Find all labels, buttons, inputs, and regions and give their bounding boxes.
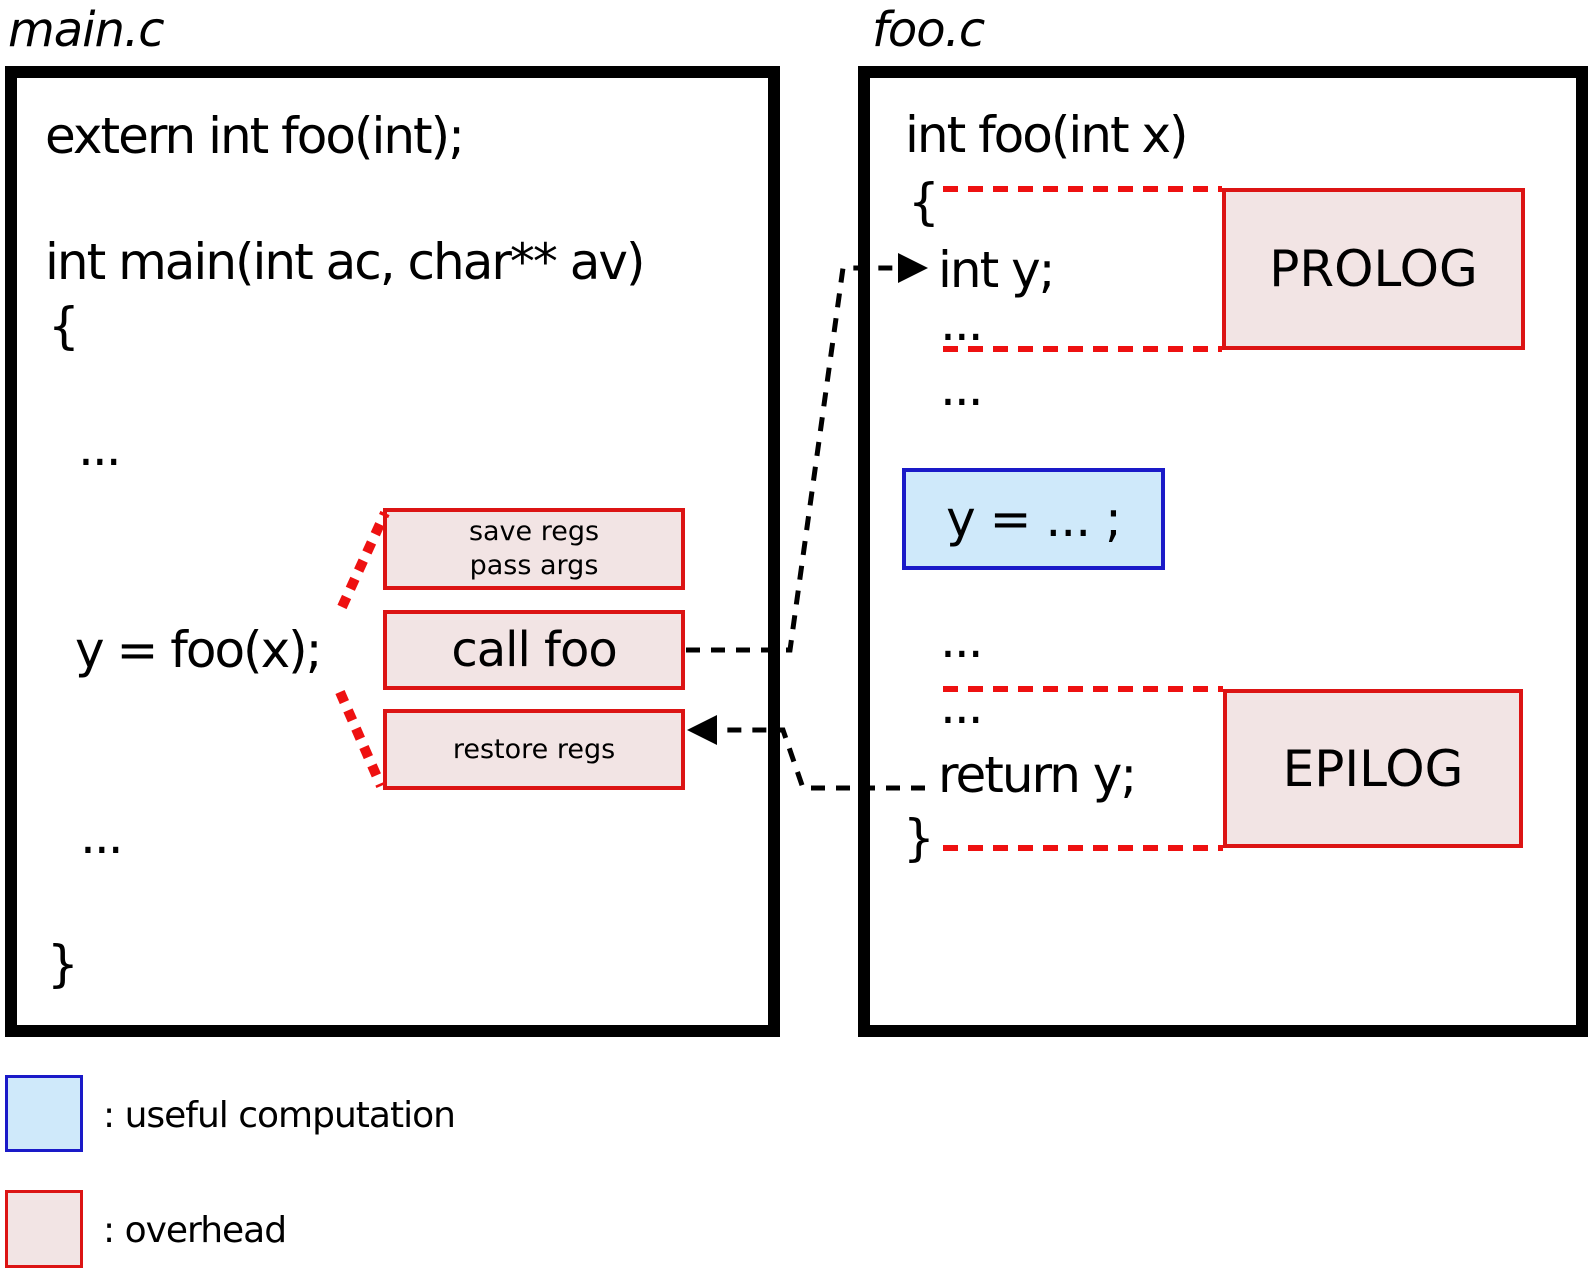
foo-c-title: foo.c — [872, 2, 985, 58]
foo-ellipsis-3: ... — [940, 611, 984, 669]
main-open-brace: { — [48, 297, 80, 355]
main-call-statement: y = foo(x); — [75, 621, 323, 679]
prolog-box: PROLOG — [1222, 188, 1525, 350]
legend-overhead-swatch — [5, 1190, 83, 1268]
save-regs-box: save regs pass args — [383, 508, 685, 590]
restore-regs-label: restore regs — [452, 733, 616, 765]
foo-return-statement: return y; — [938, 746, 1137, 804]
legend-useful-label: : useful computation — [103, 1095, 456, 1136]
computation-label: y = ... ; — [946, 490, 1122, 548]
foo-close-brace: } — [903, 809, 935, 867]
foo-ellipsis-4: ... — [940, 677, 984, 735]
save-regs-label: save regs — [468, 516, 600, 547]
restore-regs-box: restore regs — [383, 709, 685, 790]
foo-declaration: int y; — [938, 241, 1056, 299]
prolog-label: PROLOG — [1269, 240, 1478, 298]
call-foo-label: call foo — [451, 622, 617, 678]
main-signature: int main(int ac, char** av) — [45, 233, 646, 291]
main-extern-decl: extern int foo(int); — [45, 107, 465, 165]
legend-useful-swatch — [5, 1075, 83, 1152]
foo-open-brace: { — [908, 173, 940, 231]
main-ellipsis-1: ... — [78, 419, 122, 477]
foo-ellipsis-1: ... — [940, 294, 984, 352]
epilog-label: EPILOG — [1282, 739, 1464, 798]
foo-ellipsis-2: ... — [940, 359, 984, 417]
pass-args-label: pass args — [469, 550, 599, 581]
useful-computation-box: y = ... ; — [902, 468, 1165, 570]
main-c-title: main.c — [8, 2, 165, 58]
epilog-box: EPILOG — [1223, 689, 1523, 848]
main-ellipsis-2: ... — [80, 807, 124, 865]
foo-signature: int foo(int x) — [905, 106, 1189, 164]
main-close-brace: } — [47, 935, 79, 993]
call-foo-box: call foo — [383, 610, 685, 690]
legend-overhead-label: : overhead — [103, 1210, 287, 1251]
